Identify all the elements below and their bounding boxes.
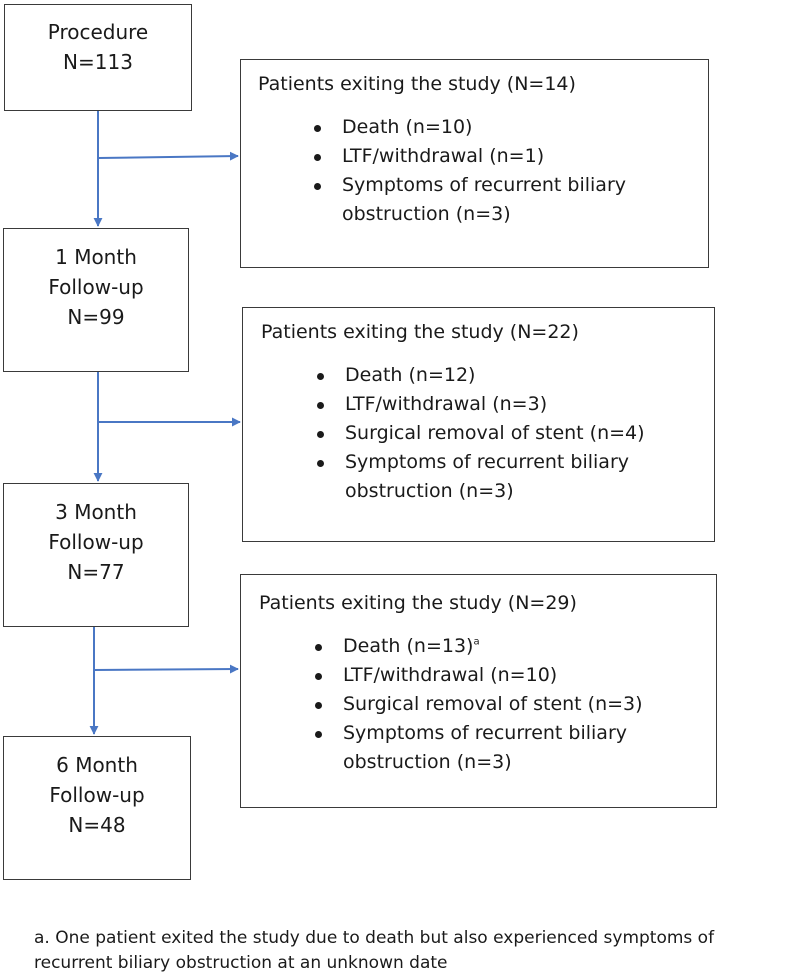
exit-box-2: Patients exiting the study (N=22) Death … (242, 307, 715, 542)
list-item: Surgical removal of stent (n=4) (261, 419, 700, 448)
stage-sublabel: Follow-up (48, 530, 144, 554)
exit-box-1: Patients exiting the study (N=14) Death … (240, 59, 709, 268)
exit-title: Patients exiting the study (N=22) (261, 321, 579, 343)
list-item: Surgical removal of stent (n=3) (259, 690, 702, 719)
footnote: a. One patient exited the study due to d… (34, 928, 715, 973)
list-item: Death (n=13)a (259, 632, 702, 661)
arrow-exit-3 (93, 664, 239, 674)
exit-title: Patients exiting the study (N=14) (258, 73, 576, 95)
stage-label: 3 Month (55, 500, 137, 524)
list-item: Symptoms of recurrent biliary obstructio… (261, 448, 645, 506)
exit-reasons-list: Death (n=10) LTF/withdrawal (n=1) Sympto… (258, 113, 694, 229)
arrow-exit-1 (97, 151, 239, 161)
list-item: LTF/withdrawal (n=1) (258, 142, 694, 171)
stage-box-6-month: 6 Month Follow-up N=48 (3, 736, 191, 880)
stage-label: Procedure (47, 20, 149, 44)
list-item-text: Death (n=13) (343, 635, 474, 657)
stage-box-1-month: 1 Month Follow-up N=99 (3, 228, 189, 372)
stage-label: 6 Month (56, 753, 138, 777)
footnote-mark: a (473, 636, 480, 648)
stage-label: 1 Month (55, 245, 137, 269)
stage-box-procedure: Procedure N=113 (4, 4, 192, 111)
stage-count: N=48 (68, 813, 126, 837)
stage-count: N=99 (67, 305, 125, 329)
exit-box-3: Patients exiting the study (N=29) Death … (240, 574, 717, 808)
list-item: Death (n=12) (261, 361, 700, 390)
list-item: LTF/withdrawal (n=10) (259, 661, 702, 690)
list-item: Symptoms of recurrent biliary obstructio… (258, 171, 632, 229)
exit-reasons-list: Death (n=13)a LTF/withdrawal (n=10) Surg… (259, 632, 702, 777)
exit-reasons-list: Death (n=12) LTF/withdrawal (n=3) Surgic… (261, 361, 700, 506)
stage-count: N=77 (67, 560, 125, 584)
list-item: LTF/withdrawal (n=3) (261, 390, 700, 419)
exit-title: Patients exiting the study (N=29) (259, 592, 577, 614)
stage-sublabel: Follow-up (48, 275, 144, 299)
list-item: Death (n=10) (258, 113, 694, 142)
stage-sublabel: Follow-up (49, 783, 145, 807)
stage-count: N=113 (63, 50, 133, 74)
list-item: Symptoms of recurrent biliary obstructio… (259, 719, 643, 777)
stage-box-3-month: 3 Month Follow-up N=77 (3, 483, 189, 627)
